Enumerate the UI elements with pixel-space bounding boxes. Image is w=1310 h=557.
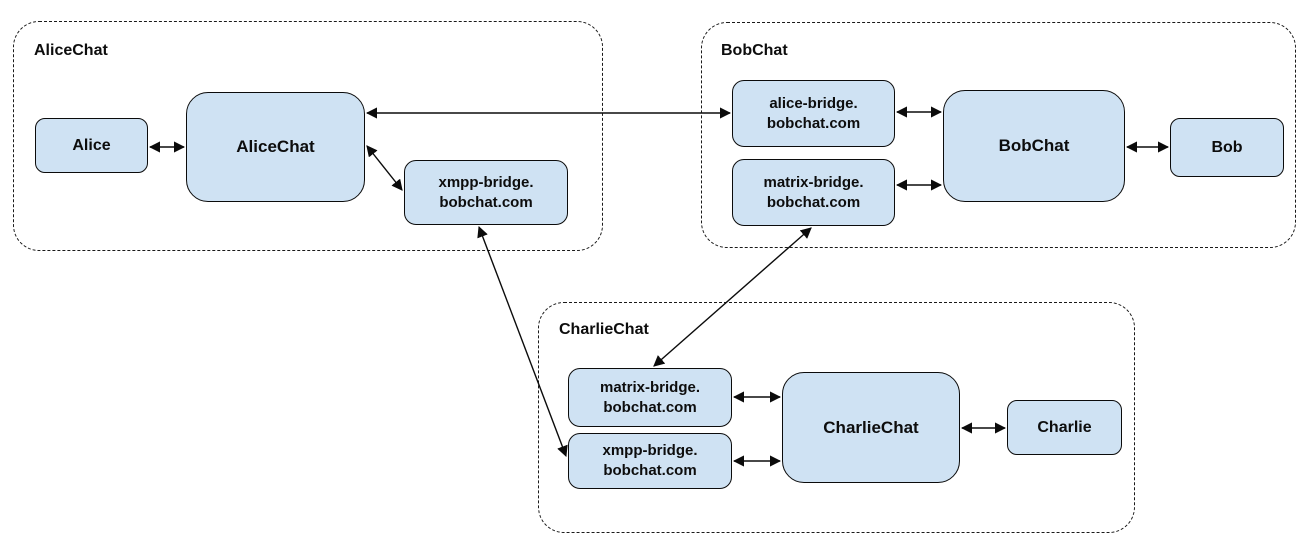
node-alice-bridge-line1: alice-bridge. [769,94,858,112]
group-bobchat-label: BobChat [721,42,788,59]
node-charliechat-server: CharlieChat [782,372,960,483]
node-alicechat-server: AliceChat [186,92,365,202]
node-xmpp-bridge-alicechat-line1: xmpp-bridge. [438,173,534,191]
node-bob: Bob [1170,118,1284,177]
node-matrix-bridge-bobchat: matrix-bridge. bobchat.com [732,159,895,226]
node-charlie: Charlie [1007,400,1122,455]
group-alicechat: AliceChat [13,21,603,251]
node-xmpp-bridge-charliechat-line2: bobchat.com [603,462,697,479]
node-matrix-bridge-charliechat-line1: matrix-bridge. [599,378,701,396]
node-xmpp-bridge-charliechat: xmpp-bridge. bobchat.com [568,433,732,489]
node-matrix-bridge-bobchat-line2: bobchat.com [766,193,861,211]
node-matrix-bridge-charliechat-line2: bobchat.com [603,398,697,416]
group-charliechat-label: CharlieChat [559,321,649,338]
node-xmpp-bridge-alicechat-line2: bobchat.com [439,193,533,211]
node-alice-bridge-bobchat: alice-bridge. bobchat.com [732,80,895,147]
node-xmpp-bridge-alicechat: xmpp-bridge. bobchat.com [404,160,568,225]
node-bobchat-server: BobChat [943,90,1125,202]
node-charlie-label: Charlie [1037,418,1092,436]
node-matrix-bridge-bobchat-line1: matrix-bridge. [763,173,864,191]
node-charliechat-server-label: CharlieChat [823,417,919,437]
node-alice-label: Alice [72,136,111,154]
group-alicechat-label: AliceChat [34,42,108,59]
node-alicechat-server-label: AliceChat [236,137,315,156]
node-alice-bridge-line2: bobchat.com [766,114,861,132]
group-bobchat: BobChat [701,22,1296,248]
node-bob-label: Bob [1211,138,1243,156]
node-alice: Alice [35,118,148,173]
node-xmpp-bridge-charliechat-line1: xmpp-bridge. [602,442,698,459]
node-matrix-bridge-charliechat: matrix-bridge. bobchat.com [568,368,732,427]
node-bobchat-server-label: BobChat [998,136,1070,155]
